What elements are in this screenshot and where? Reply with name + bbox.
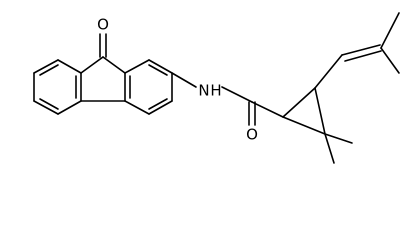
bond-five-ring-2 bbox=[102, 56, 126, 74]
ketone-oxygen-label: O bbox=[97, 16, 109, 34]
bond-methyl-1 bbox=[324, 133, 353, 144]
fluorenone-core bbox=[33, 33, 173, 115]
amide-hydrogen-label: H bbox=[210, 82, 221, 100]
bond-cyclopropane-2 bbox=[314, 87, 326, 135]
bond-left-ring-1 bbox=[33, 59, 59, 74]
bond-right-ring-5 bbox=[124, 100, 150, 115]
bond-vinyl-double-2 bbox=[344, 50, 382, 62]
cyclopropane-group bbox=[282, 12, 400, 164]
bond-right-ring-double-c bbox=[148, 98, 168, 110]
bond-cyclopropane-3 bbox=[282, 116, 326, 135]
structure-canvas: O N H O bbox=[33, 12, 400, 164]
bond-left-ring-4 bbox=[57, 100, 82, 115]
bond-methyl-2 bbox=[324, 133, 335, 164]
bond-terminal-methyl-1 bbox=[380, 47, 400, 74]
molecule-drawing: O N H O bbox=[33, 12, 400, 164]
amide-oxygen-label: O bbox=[246, 126, 258, 144]
amide-nitrogen-label: N bbox=[198, 82, 209, 100]
bond-terminal-methyl-2 bbox=[380, 12, 400, 49]
bond-nitrogen-carbonyl bbox=[221, 86, 253, 103]
bond-right-ring-double-b bbox=[148, 64, 168, 76]
bond-left-ring-2 bbox=[57, 59, 82, 74]
bond-five-ring-1 bbox=[80, 56, 104, 74]
bond-left-ring-double-a bbox=[39, 64, 59, 76]
bond-left-ring-5 bbox=[33, 100, 59, 115]
bond-carbonyl-cyclopropane bbox=[251, 101, 284, 118]
bond-cyclopropane-1 bbox=[282, 87, 316, 118]
bond-right-ring-1 bbox=[124, 59, 150, 74]
bond-right-ring-2 bbox=[148, 59, 173, 74]
amide-linker bbox=[171, 72, 284, 126]
bond-vinyl-double-1 bbox=[341, 44, 381, 56]
bond-vinyl-1 bbox=[314, 54, 343, 89]
bond-right-ring-4 bbox=[148, 100, 173, 115]
bond-left-ring-double-c bbox=[39, 98, 59, 110]
bond-aryl-nitrogen bbox=[171, 72, 197, 88]
